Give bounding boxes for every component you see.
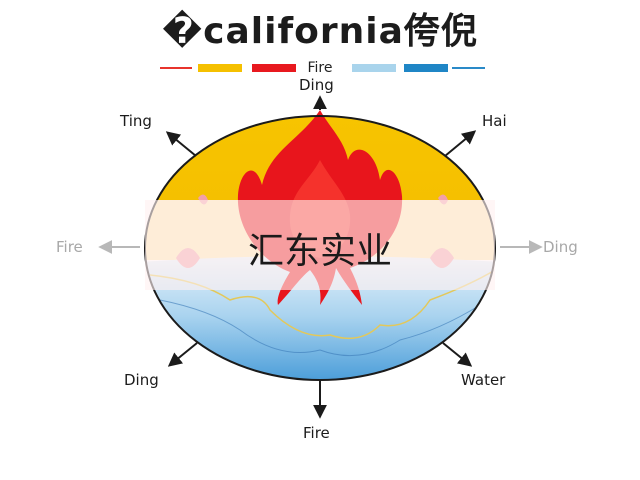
water-wave-line xyxy=(149,269,495,340)
arrow-top-left xyxy=(165,131,197,157)
arrow-bottom-left xyxy=(167,342,198,367)
legend-bar xyxy=(160,59,485,75)
label-right: Ding xyxy=(543,238,578,256)
label-left: Fire xyxy=(56,238,83,256)
legend-light-blue-swatch xyxy=(352,64,396,72)
legend-yellow-swatch xyxy=(198,64,242,72)
label-bottom: Fire xyxy=(303,424,330,442)
label-top-right: Hai xyxy=(482,112,507,130)
label-bottom-right: Water xyxy=(461,371,506,389)
watermark-text: 汇东实业 xyxy=(247,231,392,272)
legend-red-swatch xyxy=(252,64,296,72)
legend-blue-swatch xyxy=(404,64,448,72)
arrow-top-right xyxy=(444,130,477,157)
label-top-left: Ting xyxy=(120,112,152,130)
legend-red-line xyxy=(160,67,192,69)
arrow-bottom-right xyxy=(442,342,473,367)
legend-label: Fire xyxy=(307,60,333,76)
label-bottom-left: Ding xyxy=(124,371,159,389)
page-title: �california侉倪 xyxy=(162,11,478,52)
legend-blue-line xyxy=(452,67,485,69)
water-cloud-line xyxy=(159,299,481,357)
watermark-overlay xyxy=(145,200,495,290)
label-top: Ding xyxy=(299,76,334,94)
